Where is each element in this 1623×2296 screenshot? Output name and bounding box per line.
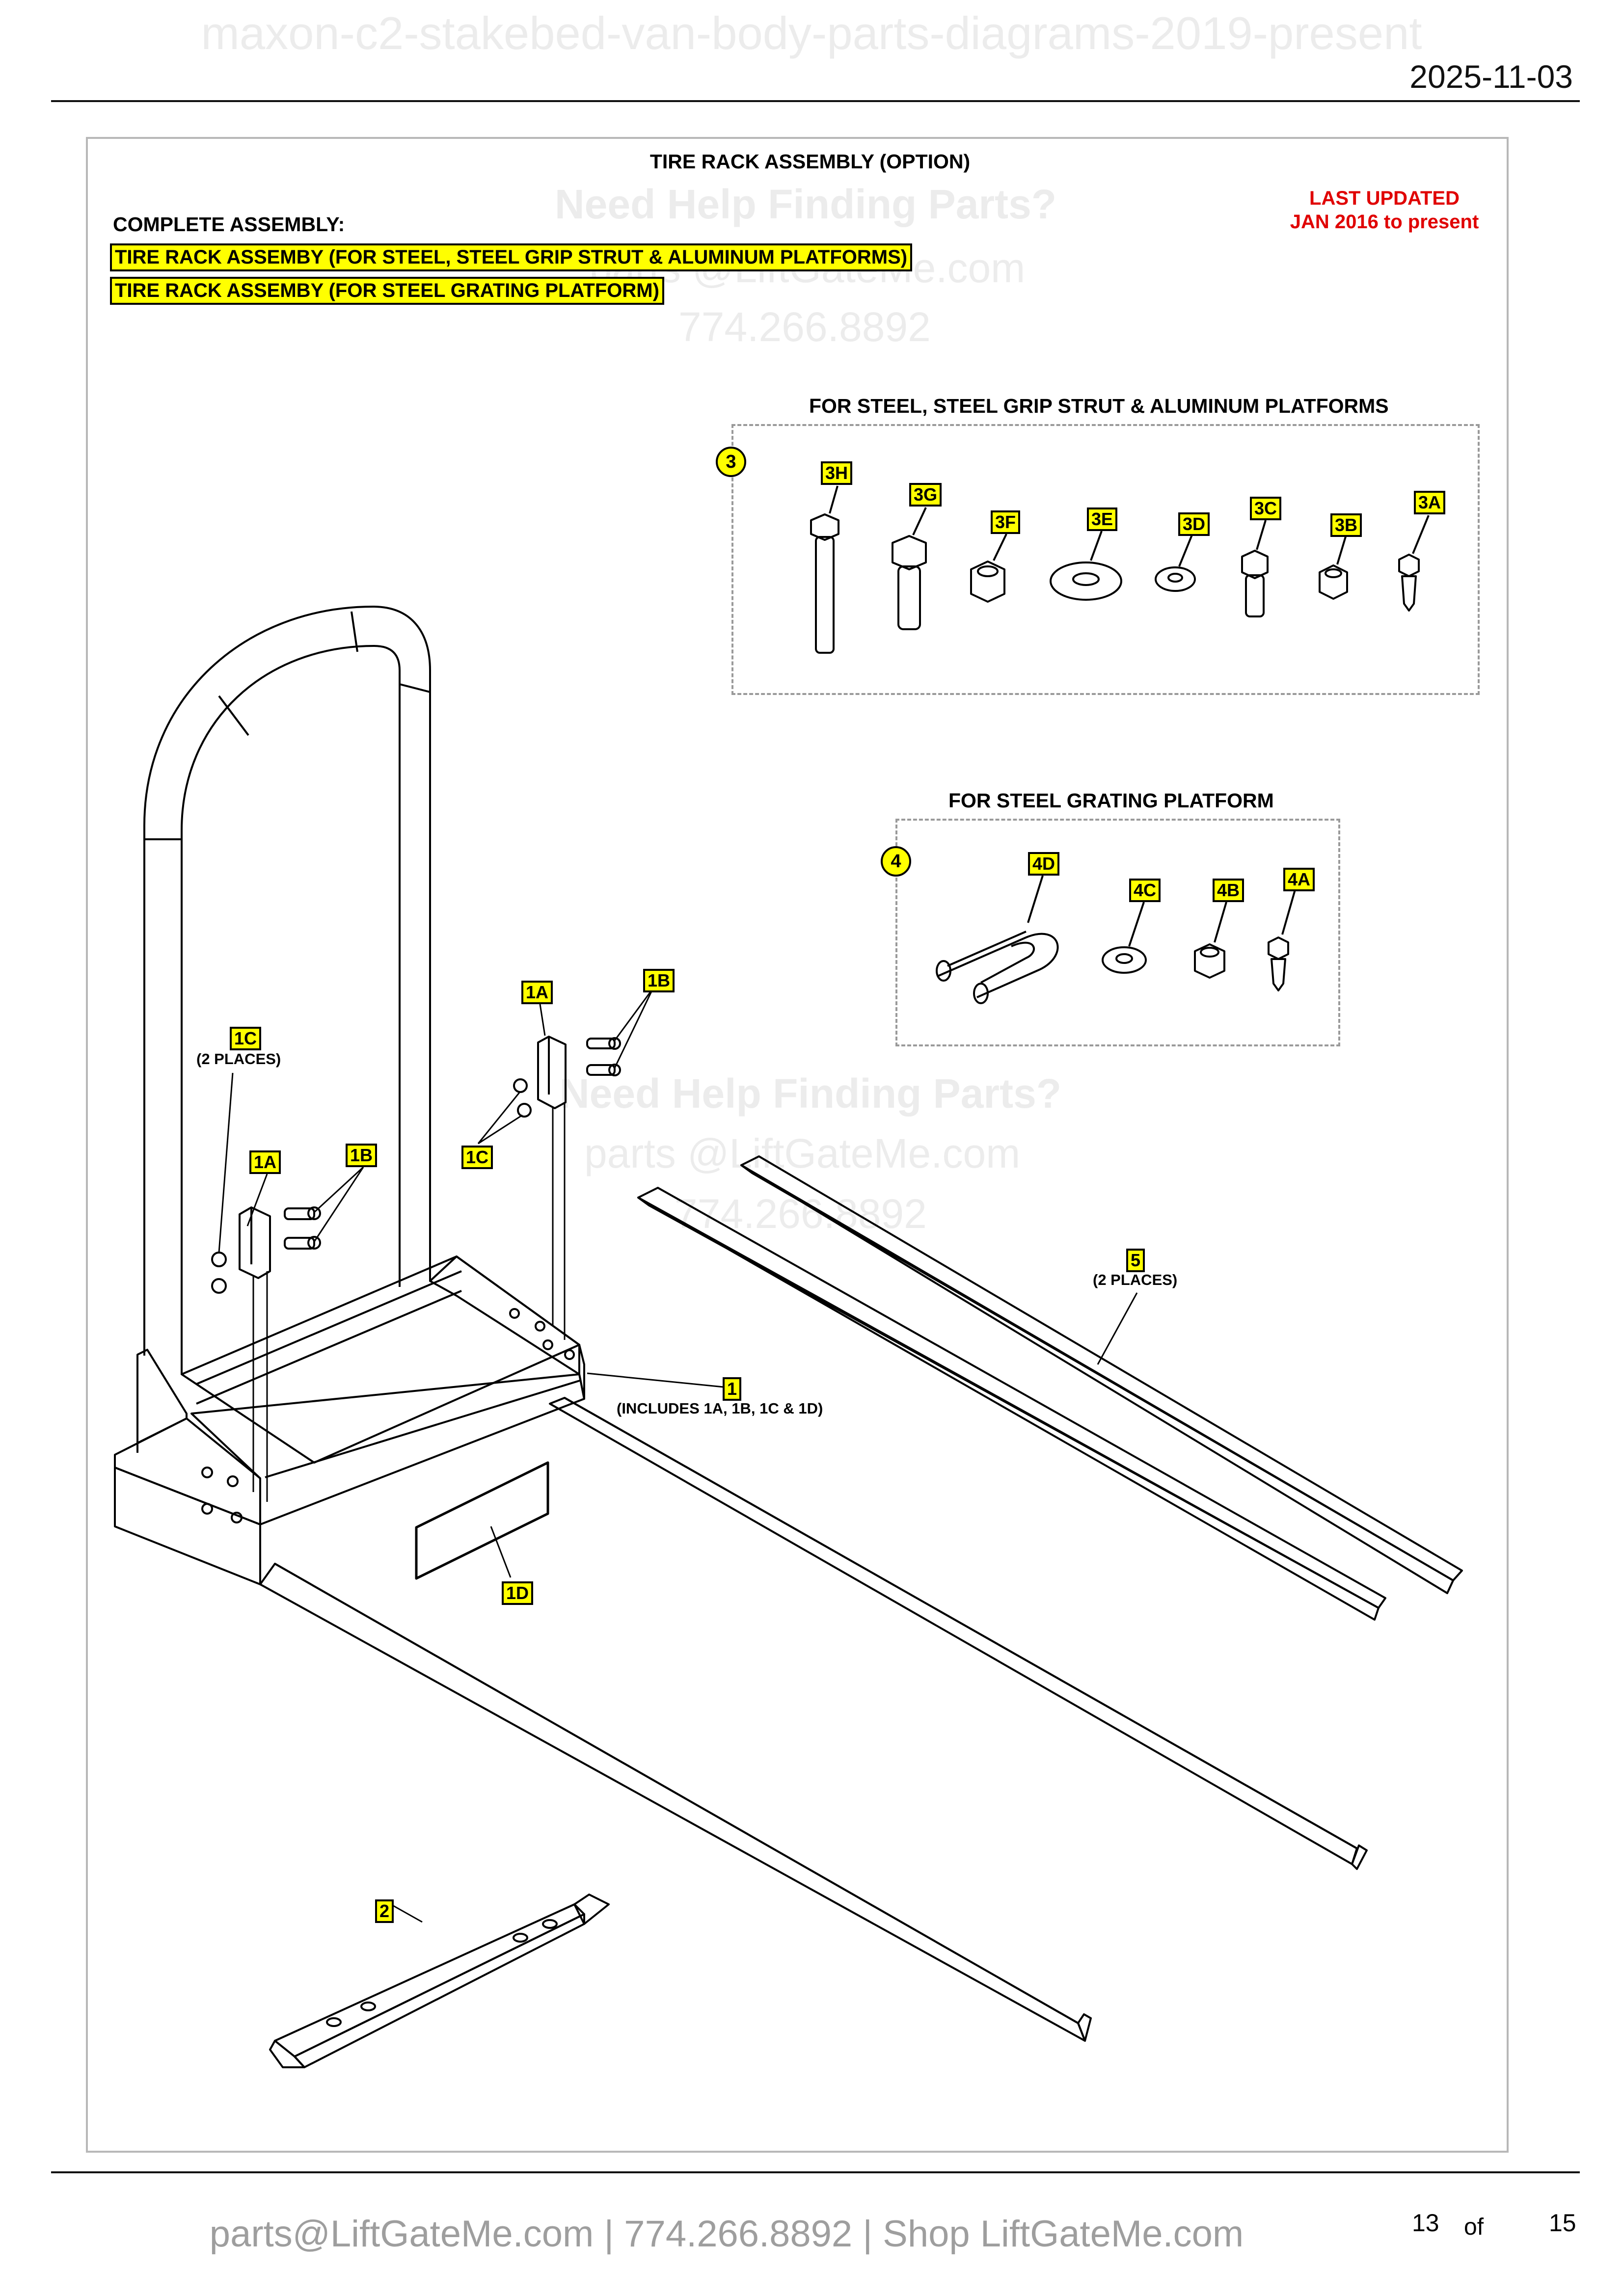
page-number-of: of	[1464, 2214, 1484, 2240]
tag-1c-left: 1C	[230, 1027, 262, 1050]
kit-3-callout: 3	[716, 447, 746, 477]
kit-3-leaders	[829, 485, 1430, 567]
block-1a-right	[537, 1036, 567, 1109]
nut-4b	[1194, 943, 1225, 979]
tag-5: 5	[1126, 1249, 1145, 1272]
watermark-help: Need Help Finding Parts?	[555, 181, 1057, 227]
u-bolt-4d	[936, 931, 1059, 1004]
rail-upper	[549, 1397, 1368, 1870]
tag-1a-left: 1A	[249, 1150, 281, 1174]
sheet-title: TIRE RACK ASSEMBLY (OPTION)	[649, 150, 971, 173]
note-1c-left: (2 PLACES)	[196, 1050, 281, 1068]
bolt-3h	[810, 513, 839, 654]
page-number-total: 15	[1549, 2209, 1576, 2237]
last-updated-range: JAN 2016 to present	[1290, 211, 1479, 233]
block-1a-left	[239, 1206, 271, 1279]
tag-3g: 3G	[909, 483, 942, 507]
document-date: 2025-11-03	[1409, 58, 1573, 95]
nuts-1c-left	[211, 1252, 227, 1294]
tag-4a: 4A	[1283, 868, 1315, 891]
tag-1c-right: 1C	[461, 1146, 493, 1169]
note-5-places: (2 PLACES)	[1093, 1271, 1178, 1288]
rail-lower	[259, 1563, 1092, 2042]
header-rule	[51, 100, 1580, 102]
kit-4-box	[895, 819, 1340, 1046]
tag-2: 2	[375, 1899, 394, 1923]
main-leaders	[218, 988, 1138, 1923]
decal-1d	[415, 1461, 549, 1580]
watermark-email-2: parts @LiftGateMe.com	[584, 1130, 1021, 1176]
assembly-link-grating[interactable]: TIRE RACK ASSEMBY (FOR STEEL GRATING PLA…	[110, 277, 664, 305]
washer-4c	[1102, 946, 1147, 974]
tag-4d: 4D	[1028, 852, 1060, 876]
washer-3d	[1155, 566, 1196, 592]
angle-rail-b	[740, 1155, 1463, 1594]
kit-4-callout: 4	[881, 846, 911, 877]
kit-4-leaders	[1027, 875, 1297, 947]
tag-3e: 3E	[1087, 507, 1118, 531]
tag-1b-right: 1B	[643, 969, 675, 992]
tag-3b: 3B	[1330, 513, 1362, 537]
bolts-1b-right	[586, 1037, 621, 1076]
tag-3f: 3F	[991, 510, 1021, 534]
tag-3h: 3H	[821, 461, 853, 485]
nuts-1c-right	[513, 1078, 532, 1118]
tag-1b-left: 1B	[346, 1144, 378, 1167]
bracket-2	[269, 1894, 610, 2068]
footer-contact: parts@LiftGateMe.com | 774.266.8892 | Sh…	[209, 2213, 1244, 2255]
footer-rule	[51, 2171, 1580, 2173]
tag-3c: 3C	[1250, 497, 1282, 520]
tag-3a: 3A	[1414, 491, 1446, 514]
kit-4-title: FOR STEEL GRATING PLATFORM	[948, 789, 1274, 812]
document-title: maxon-c2-stakebed-van-body-parts-diagram…	[201, 7, 1422, 59]
watermark-help-2: Need Help Finding Parts?	[560, 1070, 1062, 1117]
complete-assembly-label: COMPLETE ASSEMBLY:	[113, 213, 345, 236]
bolt-3c	[1241, 550, 1269, 617]
washer-3e	[1050, 561, 1122, 601]
base-frame	[114, 1255, 585, 1585]
angle-rail-a	[637, 1187, 1386, 1621]
page-number-current: 13	[1412, 2209, 1439, 2237]
tag-1: 1	[723, 1377, 742, 1401]
last-updated-note: LAST UPDATED JAN 2016 to present	[1247, 187, 1522, 234]
note-1-includes: (INCLUDES 1A, 1B, 1C & 1D)	[617, 1400, 823, 1417]
drawing-frame	[86, 137, 1509, 2153]
tag-1a-right: 1A	[521, 981, 553, 1004]
nut-3b	[1319, 564, 1348, 600]
watermark-phone: 774.266.8892	[678, 304, 931, 350]
last-updated-label: LAST UPDATED	[1309, 187, 1460, 209]
bolts-1b-left	[284, 1206, 321, 1250]
tag-4b: 4B	[1213, 879, 1244, 902]
nut-3f	[970, 561, 1005, 603]
tag-4c: 4C	[1129, 879, 1161, 902]
bolt-3g	[892, 535, 927, 630]
upright-hoop	[143, 606, 431, 1374]
assembly-link-steel[interactable]: TIRE RACK ASSEMBY (FOR STEEL, STEEL GRIP…	[110, 243, 913, 271]
watermark-phone-2: 774.266.8892	[675, 1191, 927, 1237]
screw-3a	[1398, 554, 1420, 612]
screw-4a	[1268, 936, 1289, 991]
tag-3d: 3D	[1178, 512, 1210, 536]
tag-1d: 1D	[502, 1581, 534, 1605]
kit-3-box	[731, 424, 1480, 695]
kit-3-title: FOR STEEL, STEEL GRIP STRUT & ALUMINUM P…	[809, 395, 1389, 417]
